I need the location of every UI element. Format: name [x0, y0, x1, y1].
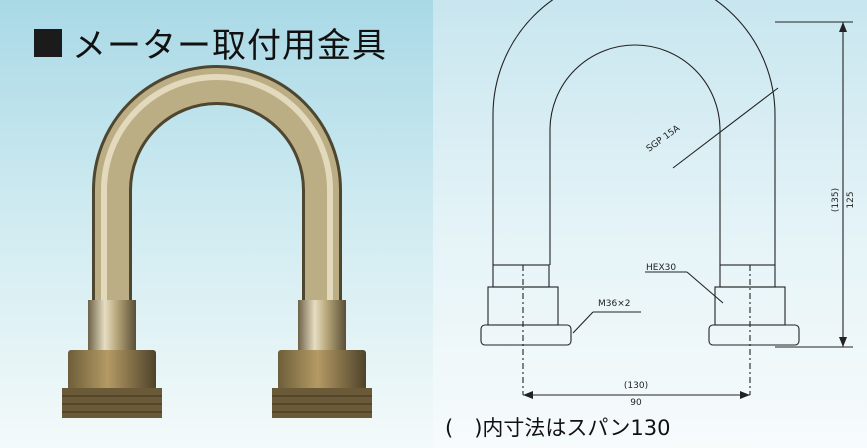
left-nut: [62, 350, 162, 418]
inner-bend: [549, 44, 721, 265]
page-title: メーター取付用金具: [34, 18, 387, 67]
span-label: 90: [630, 398, 642, 408]
technical-drawing: SGP 15A HEX30 M36×2 (135) 125 (130) 90: [480, 0, 856, 408]
right-nut: [272, 350, 372, 418]
outer-bend: [492, 0, 776, 265]
span-paren-label: (130): [624, 381, 648, 391]
height-label: 125: [846, 191, 856, 208]
height-paren-label: (135): [831, 188, 841, 212]
thread-label: M36×2: [598, 299, 630, 309]
left-thread: [88, 300, 136, 350]
hex-label: HEX30: [646, 263, 676, 273]
right-thread: [298, 300, 346, 350]
title-text: メーター取付用金具: [72, 26, 387, 66]
span-note: ( )内寸法はスパン130: [445, 416, 671, 440]
product-photo: [62, 65, 372, 418]
drawing-panel: [433, 0, 867, 448]
pipe-label: SGP 15A: [645, 123, 683, 154]
square-bullet-icon: [34, 28, 62, 57]
